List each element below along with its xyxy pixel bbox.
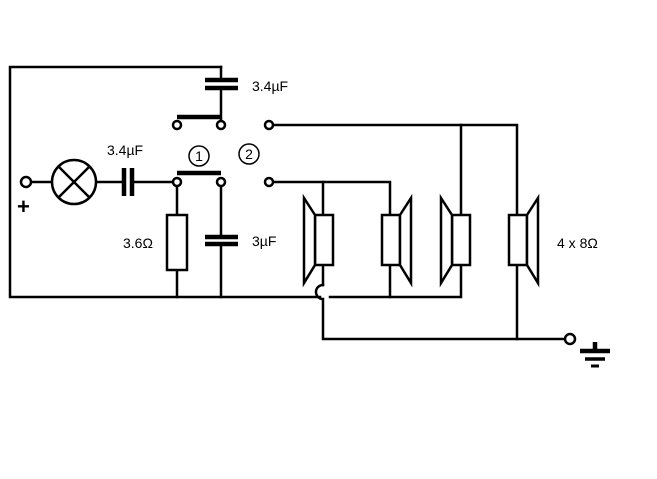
- speakers-label: 4 x 8Ω: [557, 235, 598, 251]
- speaker-3-icon: [439, 193, 472, 288]
- cap-left-label: 3.4µF: [107, 142, 143, 158]
- speaker-1-icon: [302, 193, 335, 288]
- wiring: [8, 65, 567, 341]
- speaker-2-icon: [380, 193, 413, 288]
- capacitor-mid-icon: [205, 234, 238, 247]
- switch-contact-upper-pos2: [263, 119, 275, 131]
- switch-position-2-label: 2: [245, 146, 253, 162]
- switch-position-1[interactable]: 1: [188, 145, 210, 167]
- switch-contact-lower-mid: [215, 176, 227, 188]
- plus-label: +: [17, 194, 30, 219]
- wire-pos2-upper: [272, 123, 519, 217]
- input-terminal[interactable]: [19, 175, 33, 189]
- capacitor-left-icon: [121, 168, 135, 196]
- cap-mid-label: 3µF: [252, 233, 276, 249]
- wire-bottom-right: [328, 263, 463, 299]
- switch-position-2[interactable]: 2: [238, 143, 260, 165]
- wire-crossover-hop: [314, 283, 567, 341]
- resistor-icon: [165, 213, 189, 272]
- switch-position-1-label: 1: [195, 148, 203, 164]
- switch-contact-lower-pos2: [263, 176, 275, 188]
- ground-icon: [580, 342, 610, 368]
- resistor-label: 3.6Ω: [123, 235, 153, 251]
- switch[interactable]: 1 2: [171, 114, 275, 188]
- speaker-4-icon: [507, 193, 540, 288]
- switch-contact-upper-mid: [215, 119, 227, 131]
- wire-outer-loop: [8, 65, 322, 299]
- ground-terminal[interactable]: [563, 332, 577, 346]
- lamp-icon: [50, 158, 98, 206]
- switch-contact-upper-left: [171, 119, 183, 131]
- wire-pos2-lower: [272, 180, 392, 217]
- cap-top-label: 3.4µF: [252, 78, 288, 94]
- switch-contact-lower-left: [171, 176, 183, 188]
- capacitor-top-icon: [205, 77, 238, 91]
